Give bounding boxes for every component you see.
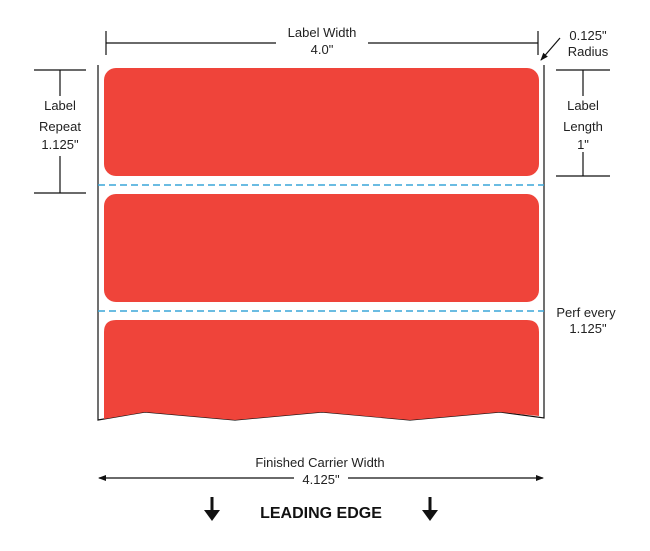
label-repeat-line1: Label (44, 98, 76, 113)
radius-leader (540, 37, 561, 61)
perf-title: Perf every (556, 305, 616, 320)
label-length-value: 1" (577, 137, 589, 152)
leading-edge-arrow-left-icon (204, 497, 220, 521)
label-2 (104, 194, 539, 302)
label-length-line2: Length (563, 119, 603, 134)
radius-title: Radius (568, 44, 609, 59)
leading-edge-arrow-right-icon (422, 497, 438, 521)
label-1 (104, 68, 539, 176)
carrier-width-value: 4.125" (302, 472, 340, 487)
carrier-width-title: Finished Carrier Width (255, 455, 384, 470)
label-repeat-line2: Repeat (39, 119, 81, 134)
label-repeat-value: 1.125" (41, 137, 79, 152)
label-width-value: 4.0" (311, 42, 334, 57)
label-3 (104, 320, 539, 420)
label-width-title: Label Width (288, 25, 357, 40)
perf-value: 1.125" (569, 321, 607, 336)
radius-value: 0.125" (569, 28, 607, 43)
label-length-line1: Label (567, 98, 599, 113)
leading-edge-text: LEADING EDGE (260, 505, 382, 522)
